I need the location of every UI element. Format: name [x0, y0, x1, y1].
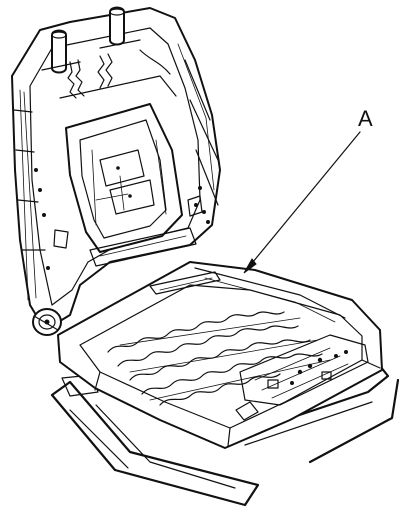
seat-springs — [107, 311, 331, 406]
callout-label-a: A — [358, 106, 373, 131]
seat-cushion-frame — [57, 261, 383, 449]
seat-front-pan — [235, 334, 369, 421]
callout-arrow-a — [243, 131, 361, 274]
back-lower-crossmember — [89, 227, 221, 295]
lumbar-support-plate — [65, 103, 183, 253]
headrest-guides — [41, 6, 141, 74]
recliner-hinge — [32, 308, 62, 336]
back-upper-springs — [59, 49, 177, 99]
